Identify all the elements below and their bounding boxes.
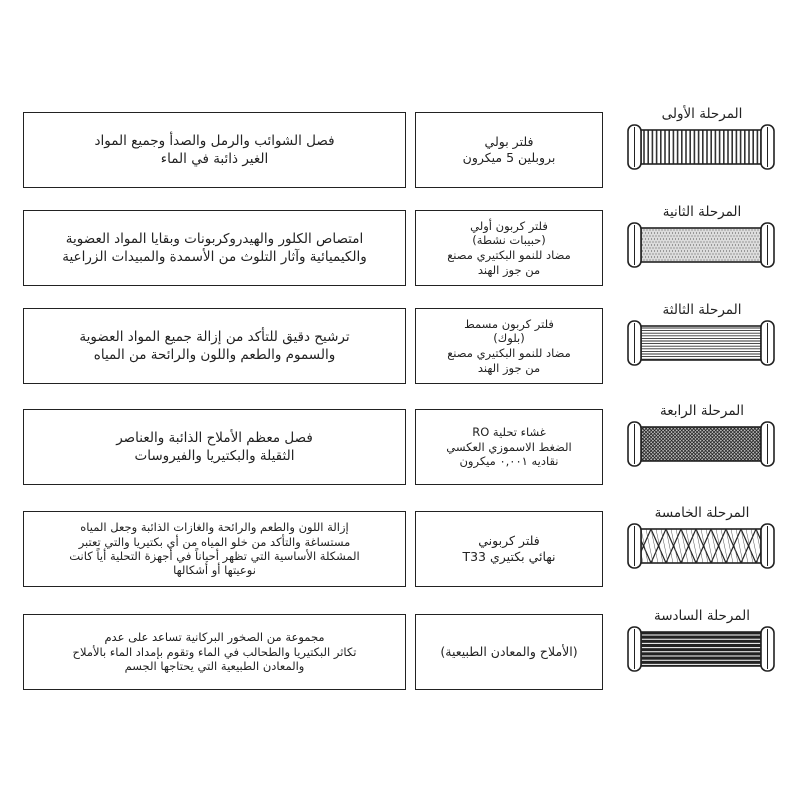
filter-name-box: فلتر كربون مسمط (بلوك) مضاد للنمو البكتي… (415, 308, 603, 384)
stage-description-box: إزالة اللون والطعم والرائحة والغازات الذ… (23, 511, 406, 587)
cartridge-lines-icon (625, 320, 777, 366)
cartridge-bands-icon (625, 626, 777, 672)
stage-3: المرحلة الثالثة فلتر كربون مسمط (بلوك) م… (0, 306, 800, 406)
stage-title: المرحلة الخامسة (632, 505, 772, 521)
stage-2: المرحلة الثانية فلتر كربون أولي (حبيبات … (0, 208, 800, 308)
stage-description-box: ترشيح دقيق للتأكد من إزالة جميع المواد ا… (23, 308, 406, 384)
cartridge-dots-icon (625, 222, 777, 268)
stage-description-box: فصل الشوائب والرمل والصدأ وجميع المواد ا… (23, 112, 406, 188)
cartridge-mesh-icon (625, 421, 777, 467)
stage-title: المرحلة الثانية (632, 204, 772, 220)
filter-name-box: فلتر كربوني نهائي بكتيري T33 (415, 511, 603, 587)
stage-title: المرحلة الأولى (632, 106, 772, 122)
stage-title: المرحلة الرابعة (632, 403, 772, 419)
stage-title: المرحلة الثالثة (632, 302, 772, 318)
stage-6: المرحلة السادسة (الأملاح والمعادن الطبيع… (0, 612, 800, 712)
stage-description-box: مجموعة من الصخور البركانية تساعد على عدم… (23, 614, 406, 690)
stage-title: المرحلة السادسة (632, 608, 772, 624)
cartridge-rings-icon (625, 124, 777, 170)
filter-name-box: فلتر بولي بروبلين 5 ميكرون (415, 112, 603, 188)
stage-description-box: فصل معظم الأملاح الذائبة والعناصر الثقيل… (23, 409, 406, 485)
filter-name-box: غشاء تحلية RO الضغط الاسموزي العكسي نقاد… (415, 409, 603, 485)
filter-name-box: فلتر كربون أولي (حبيبات نشطة) مضاد للنمو… (415, 210, 603, 286)
stage-4: المرحلة الرابعة غشاء تحلية RO الضغط الاس… (0, 407, 800, 507)
cartridge-wrap-icon (625, 523, 777, 569)
stage-description-box: امتصاص الكلور والهيدروكربونات وبقايا الم… (23, 210, 406, 286)
stage-5: المرحلة الخامسة فلتر كربوني نهائي بكتيري… (0, 509, 800, 609)
filter-name-box: (الأملاح والمعادن الطبيعية) (415, 614, 603, 690)
stage-1: المرحلة الأولى فلتر بولي بروبلين 5 ميكرو… (0, 110, 800, 210)
